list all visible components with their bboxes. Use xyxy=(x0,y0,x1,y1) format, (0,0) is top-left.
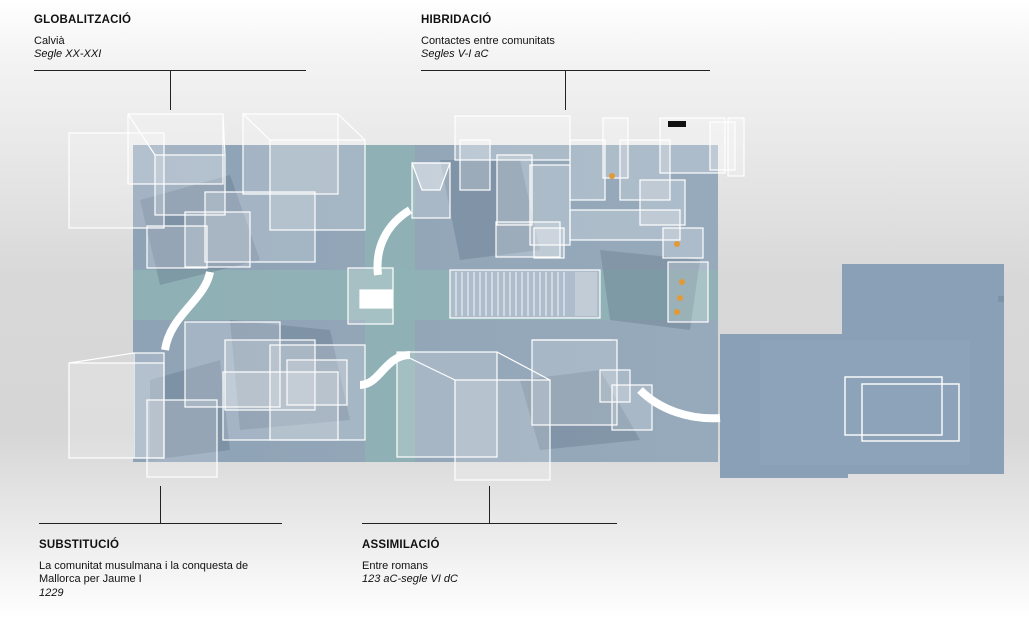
label-subtitle-line1: La comunitat musulmana i la conquesta de xyxy=(39,559,249,572)
wireframe-cluster-assimilacio xyxy=(396,339,653,481)
label-subtitle: Calvià xyxy=(34,34,65,47)
label-title: ASSIMILACIÓ xyxy=(362,539,440,551)
label-substitucio: SUBSTITUCIÓ La comunitat musulmana i la … xyxy=(39,539,248,600)
label-assimilacio: ASSIMILACIÓ Entre romans 123 aC-segle VI… xyxy=(362,539,458,587)
label-globalitzacio: GLOBALITZACIÓ Calvià Segle XX-XXI xyxy=(34,14,131,62)
connector-globalitzacio xyxy=(170,70,171,110)
label-subtitle: Entre romans xyxy=(362,559,429,572)
label-title: SUBSTITUCIÓ xyxy=(39,539,120,551)
label-title: GLOBALITZACIÓ xyxy=(34,14,132,26)
dark-panel xyxy=(668,121,686,127)
rule-assimilacio xyxy=(362,523,617,524)
wireframe-cluster-hibridacio xyxy=(454,115,745,323)
label-date: 1229 xyxy=(39,586,64,599)
label-date: Segle XX-XXI xyxy=(34,48,102,60)
label-subtitle-line2: Mallorca per Jaume I xyxy=(39,573,142,585)
connector-hibridacio xyxy=(565,70,566,110)
label-date: 123 aC-segle VI dC xyxy=(362,573,458,585)
striped-platform xyxy=(449,269,601,319)
label-date: Segles V-I aC xyxy=(421,48,489,60)
label-subtitle: Contactes entre comunitats xyxy=(421,34,555,47)
corridor-horizontal xyxy=(133,270,718,320)
connector-assimilacio xyxy=(489,486,490,523)
lights xyxy=(609,173,685,315)
rule-substitucio xyxy=(39,523,282,524)
label-title: HIBRIDACIÓ xyxy=(421,14,492,26)
label-hibridacio: HIBRIDACIÓ Contactes entre comunitats Se… xyxy=(421,14,555,62)
connector-substitucio xyxy=(160,486,161,523)
wireframe-center xyxy=(347,162,451,325)
wireframe-cluster-substitucio xyxy=(68,321,366,478)
wireframe-cluster-globalitzacio xyxy=(68,113,366,269)
